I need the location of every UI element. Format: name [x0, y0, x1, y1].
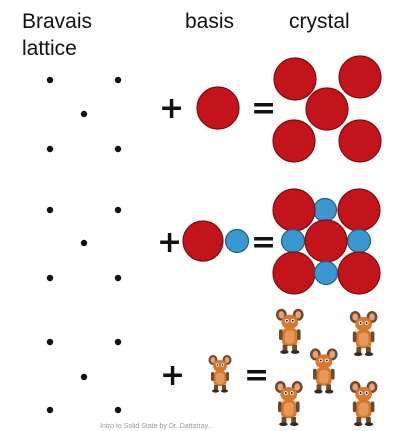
lattice-point	[46, 274, 54, 282]
heading-line-1: Bravais	[22, 10, 93, 33]
lattice-point	[46, 145, 54, 153]
crystal-large-atom	[337, 251, 381, 295]
crystal-large-atom	[338, 119, 382, 163]
lattice-point	[46, 206, 54, 214]
basis-dimer	[182, 220, 250, 262]
lattice-point	[80, 110, 88, 118]
equals-sign: =	[251, 91, 276, 126]
basis-large-atom	[196, 86, 240, 130]
lattice-point	[114, 406, 122, 414]
lattice-point	[80, 239, 88, 247]
crystal-heading: crystal	[289, 10, 350, 33]
crystal-row-2	[272, 188, 381, 295]
crystal-large-atom	[272, 119, 316, 163]
crystal-small-atom	[313, 260, 339, 286]
lattice-row-1	[46, 76, 122, 153]
crystal-mouse-icon	[310, 348, 338, 394]
crystal-mouse-icon	[276, 308, 304, 354]
lattice-point	[46, 76, 54, 84]
lattice-point	[114, 338, 122, 346]
crystal-large-atom	[304, 219, 348, 263]
crystal-row-3	[275, 308, 378, 427]
crystal-large-atom	[272, 188, 316, 232]
basis-small-atom	[224, 228, 250, 254]
equals-sign: =	[244, 358, 269, 393]
crystal-small-atom	[346, 228, 372, 254]
crystal-mouse-icon	[349, 381, 378, 427]
basis-heading: basis	[185, 10, 235, 33]
crystal-large-atom	[337, 188, 381, 232]
lattice-row-2	[46, 206, 122, 282]
lattice-point	[114, 206, 122, 214]
crystal-large-atom	[273, 57, 317, 101]
bravais-lattice-heading: Bravais lattice	[22, 8, 92, 62]
crystal-row-1	[272, 55, 382, 163]
lattice-point	[114, 76, 122, 84]
heading-line-2: lattice	[22, 37, 77, 60]
lattice-point	[114, 274, 122, 282]
crystal-large-atom	[338, 55, 382, 99]
lattice-point	[80, 373, 88, 381]
crystal-small-atom	[312, 197, 338, 223]
plus-sign: +	[160, 358, 185, 393]
lattice-point	[114, 145, 122, 153]
footer-credit: Intro to Solid State by Dr. Dattatray...	[100, 423, 214, 430]
lattice-row-3	[46, 338, 122, 414]
plus-sign: +	[157, 225, 182, 260]
crystal-small-atom	[280, 228, 306, 254]
crystal-large-atom	[272, 251, 316, 295]
lattice-point	[46, 338, 54, 346]
plus-sign: +	[159, 91, 184, 126]
crystal-mouse-icon	[275, 381, 303, 427]
crystal-large-atom	[305, 87, 349, 131]
crystal-mouse-icon	[349, 311, 378, 357]
basis-large-atom	[182, 220, 224, 262]
lattice-point	[46, 406, 54, 414]
equals-sign: =	[251, 225, 276, 260]
basis-mouse-icon	[208, 355, 232, 393]
